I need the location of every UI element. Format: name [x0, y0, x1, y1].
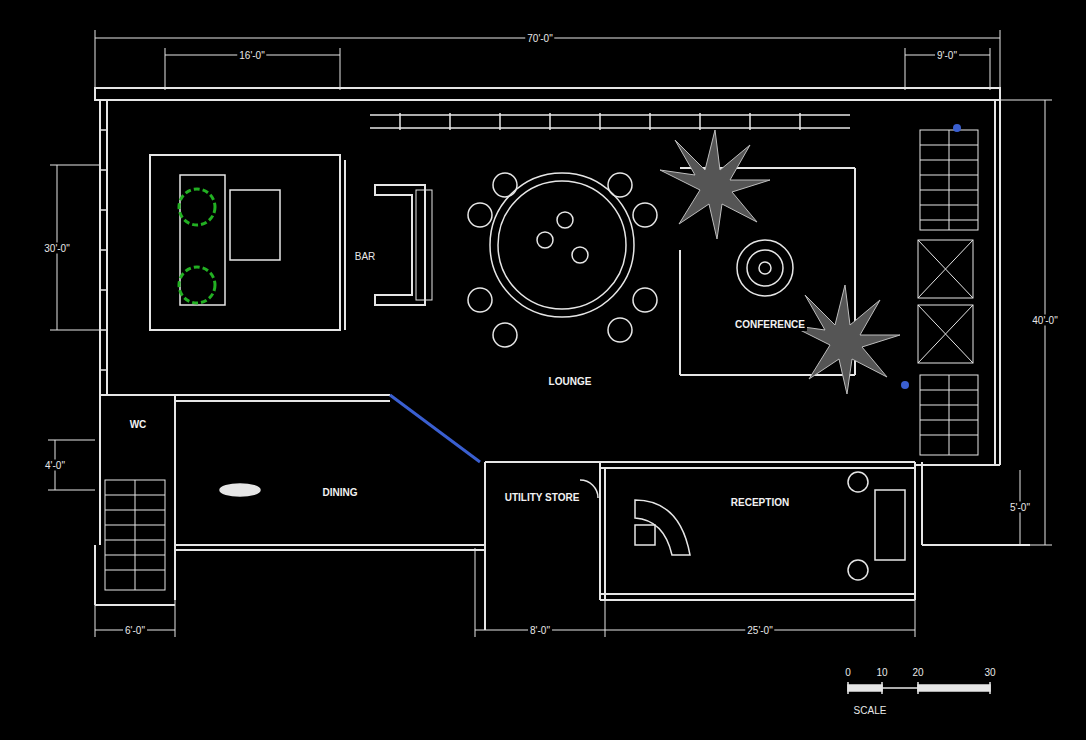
stairs: [105, 124, 978, 590]
dimension: 30'-0": [42, 243, 71, 254]
room-name: RECEPTION: [729, 497, 791, 509]
dimension: 4'-0": [43, 460, 67, 471]
conference-table: [737, 240, 793, 296]
dimension: 25'-0": [745, 625, 774, 636]
scale-text: 0: [843, 667, 853, 678]
scale-bar: [848, 682, 990, 694]
plants: [660, 130, 900, 394]
scale-text: 20: [910, 667, 925, 678]
room-name: UTILITY STORE: [503, 492, 582, 504]
room-area: RECEPTION: [690, 490, 830, 516]
dimension-lines: [48, 30, 1052, 637]
walls: [95, 88, 1030, 630]
scale-text: SCALE: [852, 705, 889, 716]
room-name: WC: [128, 419, 149, 431]
scale-text: 30: [982, 667, 997, 678]
room-area: WC: [108, 413, 168, 437]
room-name: CONFERENCE: [733, 319, 807, 331]
room-area: UTILITY STORE: [488, 478, 596, 518]
windows: [100, 113, 850, 370]
dimension: 16'-0": [237, 50, 266, 61]
scale-text: 10: [874, 667, 889, 678]
bar-counter: [375, 185, 432, 305]
area-label: BAR: [353, 251, 378, 262]
round-table: [468, 173, 657, 347]
dimension: 8'-0": [528, 625, 552, 636]
room-area: CONFERENCE: [695, 312, 845, 338]
chairs: [179, 175, 280, 305]
dimension: 70'-0": [525, 33, 554, 44]
dimension: 6'-0": [123, 625, 147, 636]
furniture: [220, 472, 905, 580]
dimension: 40'-0": [1030, 315, 1059, 326]
dimension: 9'-0": [935, 50, 959, 61]
room-name: LOUNGE: [547, 376, 594, 388]
dimension: 5'-0": [1008, 502, 1032, 513]
room-name: DINING: [321, 487, 360, 499]
room-area: LOUNGE: [470, 370, 670, 394]
room-area: DINING: [280, 480, 400, 506]
